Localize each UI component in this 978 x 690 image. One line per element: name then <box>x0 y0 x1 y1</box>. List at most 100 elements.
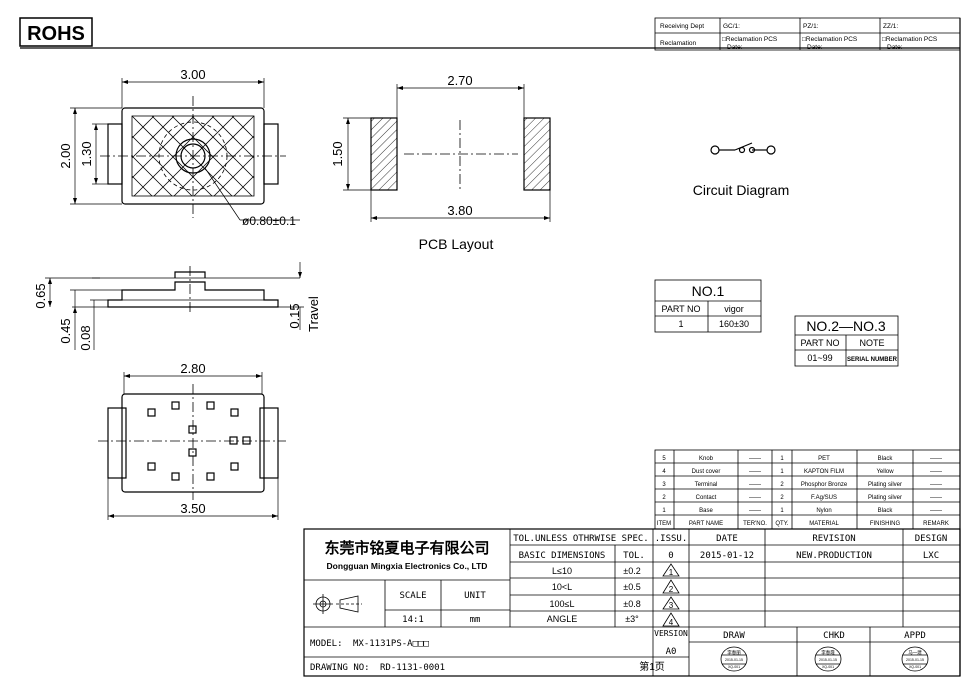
no23-h2: NOTE <box>859 338 884 348</box>
gc-label: GC/1: <box>723 23 740 30</box>
no1-table: NO.1 PART NO vigor 1 160±30 <box>654 279 762 333</box>
reception-table: Receiving Dept Reclamation GC/1: PZ/1: Z… <box>654 17 961 51</box>
bom-ter-4: —— <box>749 469 761 475</box>
bom-qty-4: 1 <box>780 469 784 475</box>
bom-part-4: Dust cover <box>692 469 721 475</box>
revision-markers: 1 2 3 4 <box>662 563 680 627</box>
draw-label: DRAW <box>723 631 745 641</box>
tol-label: TOL. <box>623 551 645 561</box>
receiving-dept-label: Receiving Dept <box>660 23 704 30</box>
projection-symbol-icon <box>313 594 362 614</box>
dim-pcb-spacing: 2.70 <box>447 73 472 88</box>
bom-part-3: Terminal <box>695 482 718 488</box>
bottom-view: 2.80 3.50 <box>98 361 286 520</box>
drawing-no-label: DRAWING NO: <box>310 663 370 673</box>
dim-top-width: 3.00 <box>180 67 205 82</box>
bom-header-item: ITEM <box>657 521 671 527</box>
stamp-draw-code: XQ-001 <box>728 665 740 669</box>
unit-label: UNIT <box>464 591 486 601</box>
tol-range-4: ANGLE <box>547 614 578 624</box>
dim-side-foot: 0.08 <box>78 325 93 350</box>
no1-v1: 1 <box>678 319 683 329</box>
pcb-pad-right <box>523 117 551 191</box>
stamp-draw-name: 李春丽 <box>727 649 741 656</box>
scale-label: SCALE <box>399 591 426 601</box>
bom-remark-1: —— <box>930 508 942 514</box>
bom-remark-3: —— <box>930 482 942 488</box>
marker-3: 3 <box>669 601 674 610</box>
no1-h2: vigor <box>724 304 744 314</box>
dim-travel-label: Travel <box>306 296 321 332</box>
dim-side-base: 0.45 <box>58 318 73 343</box>
no23-table: NO.2—NO.3 PART NO NOTE 01~99 SERIAL NUMB… <box>794 315 899 367</box>
marker-2: 2 <box>669 585 674 594</box>
bom-qty-1: 1 <box>780 508 784 514</box>
bom-part-1: Base <box>699 508 713 514</box>
bom-ter-3: —— <box>749 482 761 488</box>
stamp-chkd-code: XQ-001 <box>822 665 834 669</box>
dim-pcb-pad-height: 1.50 <box>330 141 345 166</box>
stamp-draw: 李春丽 2015-01-15 XQ-001 <box>720 646 748 672</box>
no1-title: NO.1 <box>692 283 725 299</box>
pcb-layout: 2.70 1.50 3.80 PCB Layout <box>330 73 551 252</box>
rohs-label: ROHS <box>27 23 85 45</box>
dim-pcb-overall: 3.80 <box>447 203 472 218</box>
side-view: 0.65 0.45 0.08 0.15 Travel <box>33 262 321 351</box>
model-value: MX-1131PS-A□□□ <box>353 639 429 649</box>
date-3: Date: <box>887 44 903 51</box>
circuit-diagram-label: Circuit Diagram <box>693 182 789 198</box>
version-label: VERSION <box>654 629 688 638</box>
bom-header-ter: TER'NO. <box>743 521 767 527</box>
no23-h1: PART NO <box>800 338 839 348</box>
dim-top-inner-height: 1.30 <box>79 141 94 166</box>
dim-travel-value: 0.15 <box>287 303 302 328</box>
issu-value: 0 <box>668 551 673 561</box>
reclamation-pcs-3: □Reclamation PCS <box>882 36 938 43</box>
stamp-draw-date: 2015-01-15 <box>725 658 743 662</box>
design-label: DESIGN <box>915 534 948 544</box>
reclamation-label: Reclamation <box>660 40 697 47</box>
bom-header-remark: REMARK <box>923 521 949 527</box>
bom-item-1: 1 <box>662 508 666 514</box>
tol-value-4: ±3° <box>625 614 639 624</box>
bom-material-3: Phosphor Bronze <box>801 482 848 488</box>
tol-range-3: 100≤L <box>550 599 575 609</box>
tol-value-1: ±0.2 <box>623 566 640 576</box>
date-1: Date: <box>727 44 743 51</box>
bom-finishing-3: Plating silver <box>868 482 902 488</box>
bom-ter-5: —— <box>749 456 761 462</box>
bom-item-3: 3 <box>662 482 666 488</box>
date-value: 2015-01-12 <box>700 551 754 561</box>
bom-material-2: F.Ag/SUS <box>811 495 837 501</box>
bom-finishing-2: Plating silver <box>868 495 902 501</box>
no1-h1: PART NO <box>661 304 700 314</box>
pcb-pad-left <box>370 117 398 191</box>
no23-v2: SERIAL NUMBER <box>847 357 898 363</box>
tol-value-2: ±0.5 <box>623 582 640 592</box>
dim-actuator-dia: ø0.80±0.1 <box>242 214 296 228</box>
bom-qty-3: 2 <box>780 482 784 488</box>
stamp-chkd-date: 2015-01-15 <box>819 658 837 662</box>
bom-material-1: Nylon <box>816 508 831 514</box>
stamp-appd-code: XQ-001 <box>909 665 921 669</box>
zz-label: ZZ/1: <box>883 23 898 30</box>
bom-remark-4: —— <box>930 469 942 475</box>
reclamation-pcs-2: □Reclamation PCS <box>802 36 858 43</box>
bom-finishing-5: Black <box>878 456 894 462</box>
bom-ter-2: —— <box>749 495 761 501</box>
bom-material-4: KAPTON FILM <box>804 469 844 475</box>
version-value: A0 <box>666 647 677 657</box>
rohs-badge: ROHS <box>19 17 93 47</box>
page-number: 第1页 <box>639 660 665 673</box>
stamp-chkd-name: 李春霞 <box>821 649 835 656</box>
bom-table: 5 Knob —— 1 PET Black —— 4 Dust cover ——… <box>654 449 961 530</box>
tol-range-1: L≤10 <box>552 566 572 576</box>
bom-qty-5: 1 <box>780 456 784 462</box>
bom-header-part: PART NAME <box>689 521 723 527</box>
bom-part-5: Knob <box>699 456 714 462</box>
date-2: Date: <box>807 44 823 51</box>
company-name-cn: 东莞市铭夏电子有限公司 <box>324 539 489 557</box>
stamp-appd: 马一建 2015-01-15 XQ-001 <box>901 646 929 672</box>
top-view: 3.00 <box>58 67 300 228</box>
stamp-appd-name: 马一建 <box>908 649 922 656</box>
